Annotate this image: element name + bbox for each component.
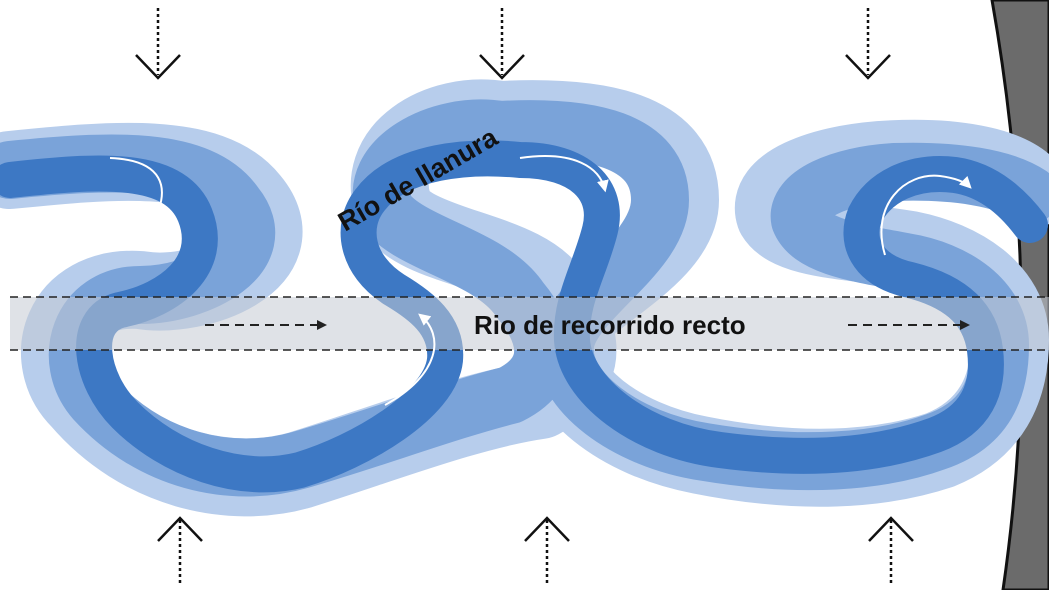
dotted-down-arrow-icon [479, 8, 525, 80]
curved-flow-arrow-icon [519, 155, 609, 193]
curved-flow-arrow-icon [384, 313, 436, 406]
curved-flow-arrow-icon [880, 174, 972, 256]
dotted-up-arrow-icon [524, 516, 570, 586]
straight-river-band [10, 297, 1049, 350]
meander-channel-main [0, 140, 1048, 493]
straight-river-label: Rio de recorrido recto [474, 310, 746, 340]
dotted-down-arrow-icon [135, 8, 181, 80]
dotted-down-arrow-icon [845, 8, 891, 80]
dotted-up-arrow-icon [868, 516, 914, 586]
curved-flow-arrow-icon [109, 157, 163, 231]
dotted-up-arrow-icon [157, 516, 203, 586]
